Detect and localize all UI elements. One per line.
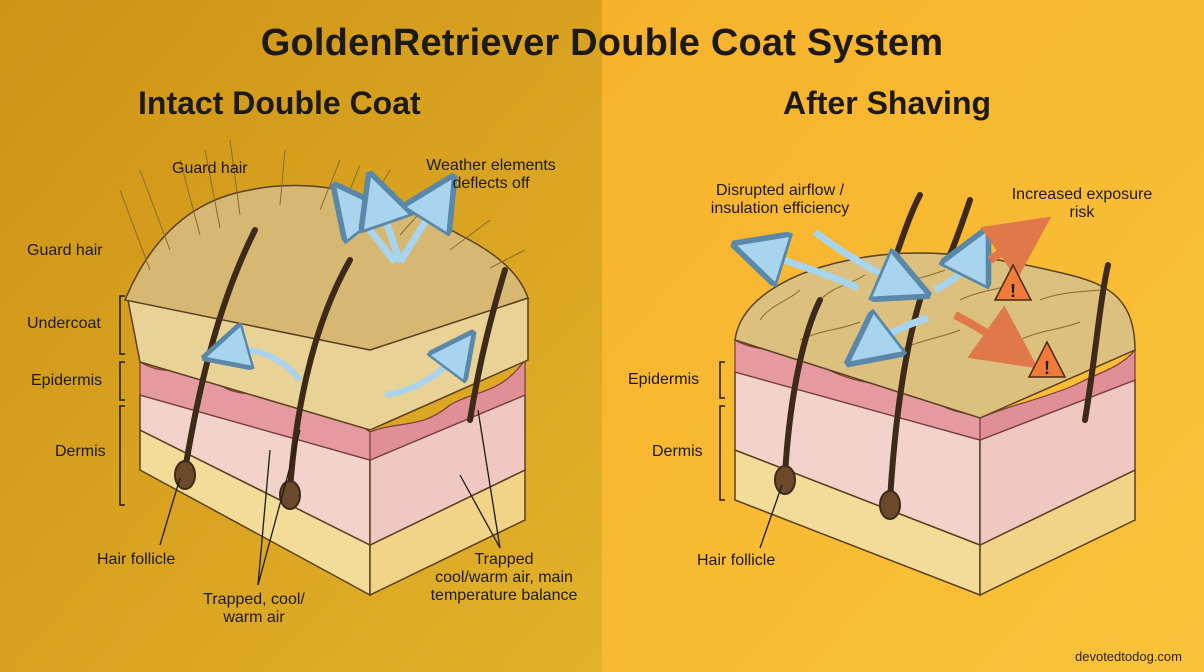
risk-arrow-icon xyxy=(953,216,1052,369)
svg-text:!: ! xyxy=(1010,281,1016,301)
page-title: GoldenRetriever Double Coat System xyxy=(260,22,944,64)
intact-coat-block xyxy=(119,139,529,597)
label-disrupted-airflow: Disrupted airflow / insulation efficienc… xyxy=(710,182,850,217)
label-weather-elements: Weather elements deflects off xyxy=(426,157,556,192)
warning-icon: ! xyxy=(1027,340,1067,378)
label-hair-follicle-left: Hair follicle xyxy=(97,551,176,568)
label-trapped-air-right: Trapped cool/warm air, main temperature … xyxy=(430,551,578,604)
label-undercoat: Undercoat xyxy=(27,315,101,332)
shaved-coat-block: ! ! xyxy=(719,192,1136,597)
label-dermis-right: Dermis xyxy=(652,443,703,460)
site-credit: devotedtodog.com xyxy=(1075,649,1182,664)
left-panel-heading: Intact Double Coat xyxy=(138,85,421,121)
svg-text:!: ! xyxy=(1044,358,1050,378)
label-epidermis-left: Epidermis xyxy=(31,372,103,389)
right-panel-heading: After Shaving xyxy=(783,85,992,121)
airflow-arrow-icon xyxy=(758,232,976,348)
label-hair-follicle-right: Hair follicle xyxy=(697,552,776,569)
label-guard-hair-top: Guard hair xyxy=(172,160,248,177)
label-epidermis-right: Epidermis xyxy=(628,371,700,388)
label-guard-hair-side: Guard hair xyxy=(27,242,103,259)
label-trapped-air-center: Trapped, cool/ warm air xyxy=(203,591,305,626)
warning-icon: ! xyxy=(993,263,1033,301)
label-increased-exposure: Increased exposure risk xyxy=(1011,186,1153,221)
label-dermis-left: Dermis xyxy=(55,443,106,460)
